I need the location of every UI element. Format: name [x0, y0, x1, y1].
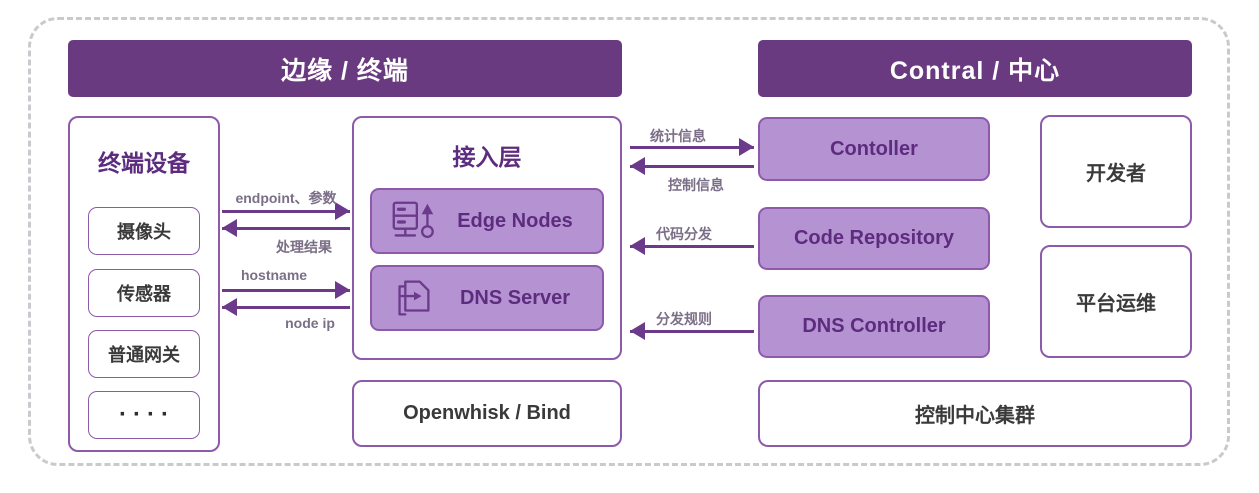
file-export-icon [398, 280, 430, 316]
platform-ops-label: 平台运维 [1076, 293, 1156, 315]
developer-label: 开发者 [1086, 163, 1146, 185]
device-item-sensor-label: 传感器 [117, 284, 171, 304]
access-layer-title: 接入层 [452, 144, 522, 170]
control-center-cluster-box: 控制中心集群 [758, 380, 1192, 447]
section-header-edge-label: 边缘 / 终端 [281, 56, 409, 85]
diagram-frame [28, 17, 1230, 466]
arrow-endpoint-right [222, 202, 350, 220]
flow-label-control: 控制信息 [668, 177, 724, 193]
arrow-control-left [630, 157, 754, 175]
device-item-camera-label: 摄像头 [117, 222, 171, 242]
dns-controller-label: DNS Controller [802, 315, 946, 337]
control-center-cluster-label: 控制中心集群 [915, 405, 1035, 427]
arrow-stats-right [630, 138, 754, 156]
edge-nodes-box: Edge Nodes [370, 188, 604, 254]
device-item-more: ···· [88, 391, 200, 439]
openwhisk-bind-box: Openwhisk / Bind [352, 380, 622, 447]
device-item-more-label: ···· [119, 401, 175, 428]
arrow-nodeip-left [222, 298, 350, 316]
terminal-devices-title: 终端设备 [98, 150, 190, 176]
arrow-hostname-right [222, 281, 350, 299]
dns-server-label: DNS Server [459, 286, 571, 309]
flow-label-rules: 分发规则 [656, 311, 712, 327]
flow-label-nodeip: node ip [285, 315, 335, 331]
edge-server-icon [392, 201, 434, 239]
code-repository-box: Code Repository [758, 207, 990, 270]
flow-label-code: 代码分发 [656, 226, 712, 242]
dns-controller-box: DNS Controller [758, 295, 990, 358]
flow-label-result: 处理结果 [276, 239, 332, 255]
section-header-central: Contral / 中心 [758, 40, 1192, 97]
platform-ops-box: 平台运维 [1040, 245, 1192, 358]
dns-server-box: DNS Server [370, 265, 604, 331]
device-item-gateway-label: 普通网关 [108, 345, 180, 365]
developer-box: 开发者 [1040, 115, 1192, 228]
arrow-result-left [222, 219, 350, 237]
flow-label-endpoint: endpoint、参数 [235, 190, 337, 206]
controller-label: Contoller [830, 137, 918, 160]
flow-label-stats: 统计信息 [650, 128, 706, 144]
controller-box: Contoller [758, 117, 990, 181]
flow-label-hostname: hostname [240, 267, 308, 283]
section-header-central-label: Contral / 中心 [889, 56, 1061, 85]
code-repository-label: Code Repository [793, 227, 955, 249]
arrow-rules-left [630, 322, 754, 340]
device-item-gateway: 普通网关 [88, 330, 200, 378]
openwhisk-bind-label: Openwhisk / Bind [403, 402, 571, 424]
arrow-code-left [630, 237, 754, 255]
section-header-edge: 边缘 / 终端 [68, 40, 622, 97]
device-item-camera: 摄像头 [88, 207, 200, 255]
edge-nodes-label: Edge Nodes [457, 209, 573, 232]
device-item-sensor: 传感器 [88, 269, 200, 317]
